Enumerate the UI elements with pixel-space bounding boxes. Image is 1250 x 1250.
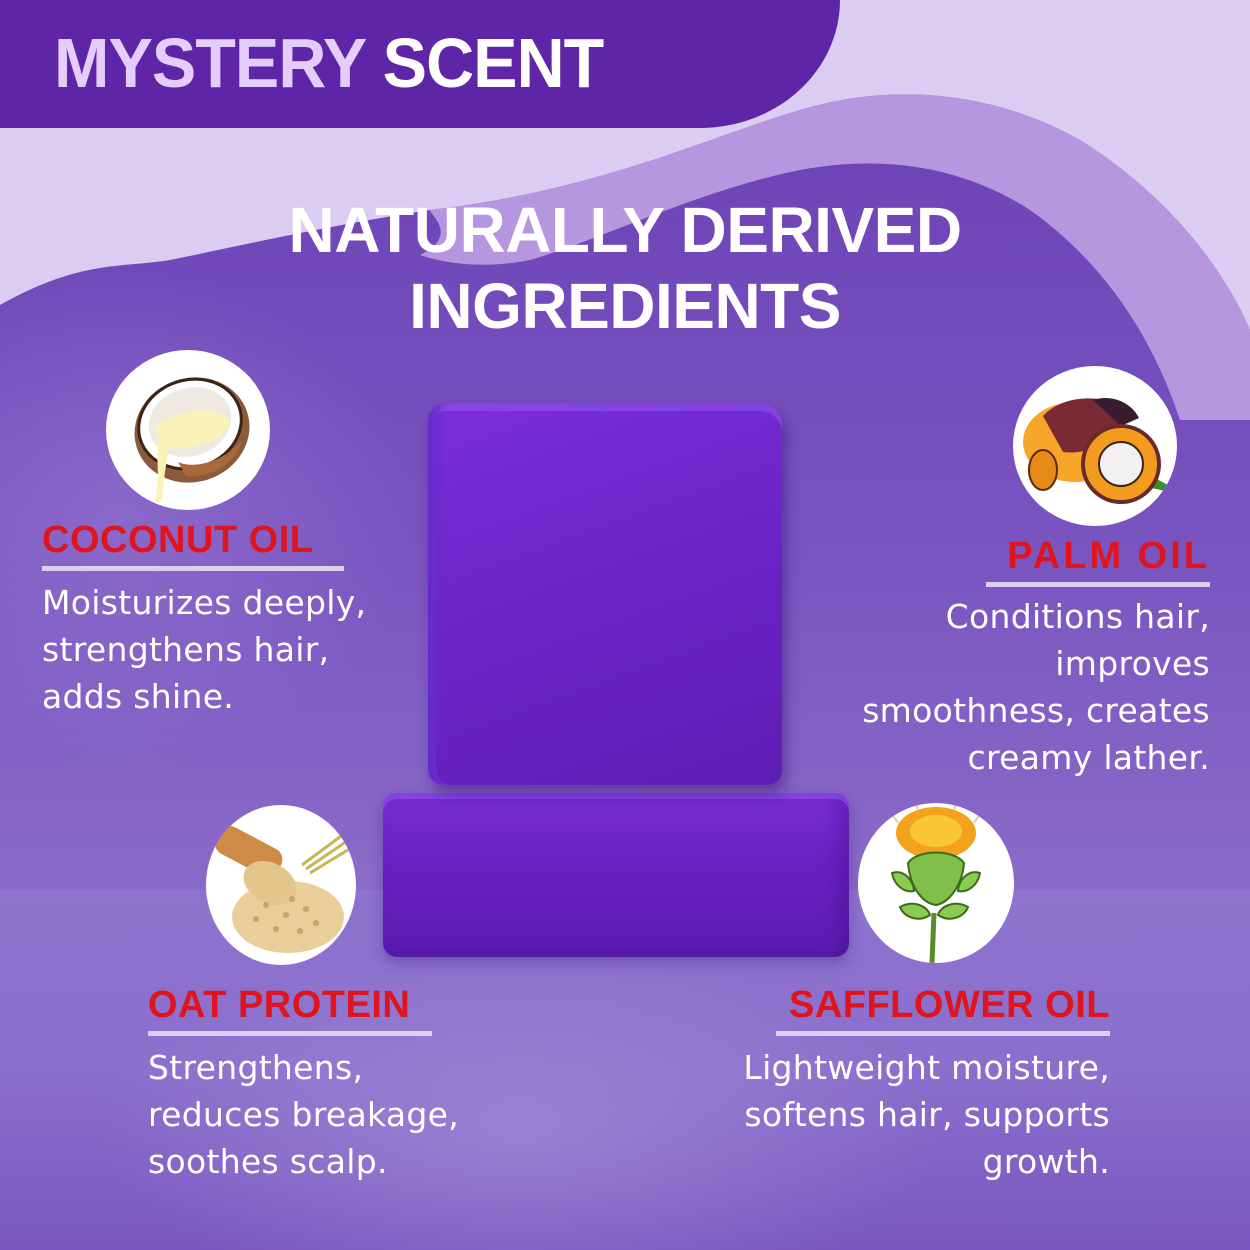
ingredient-name: PALM OIL <box>1007 535 1210 577</box>
ingredient-divider <box>986 582 1210 587</box>
ingredient-description: Conditions hair, improves smoothness, cr… <box>862 593 1210 781</box>
description-line: softens hair, supports <box>744 1095 1110 1134</box>
brand-title-word-2: SCENT <box>382 24 605 102</box>
soap-bar-bottom <box>383 793 849 957</box>
section-title: NATURALLY DERIVED INGREDIENTS <box>0 192 1250 344</box>
ingredient-divider <box>776 1031 1110 1036</box>
palm-fruit-icon <box>1013 366 1177 526</box>
description-line: soothes scalp. <box>148 1142 388 1181</box>
section-title-line-1: NATURALLY DERIVED <box>288 194 962 266</box>
description-line: adds shine. <box>42 677 235 716</box>
ingredient-divider <box>42 566 344 571</box>
section-title-line-2: INGREDIENTS <box>409 270 841 342</box>
description-line: Lightweight moisture, <box>743 1048 1110 1087</box>
description-line: Moisturizes deeply, <box>42 583 367 622</box>
coconut-icon <box>106 350 270 510</box>
description-line: Conditions hair, <box>945 597 1210 636</box>
description-line: reduces breakage, <box>148 1095 460 1134</box>
ingredient-description: Lightweight moisture, softens hair, supp… <box>743 1044 1110 1185</box>
description-line: strengthens hair, <box>42 630 330 669</box>
safflower-icon <box>858 803 1014 963</box>
description-line: Strengthens, <box>148 1048 364 1087</box>
brand-title: MYSTERY SCENT <box>54 22 605 104</box>
ingredient-oat-protein: OAT PROTEIN Strengthens, reduces breakag… <box>148 983 459 1185</box>
ingredient-name: SAFFLOWER OIL <box>788 984 1110 1026</box>
soap-bar-top <box>428 403 782 785</box>
description-line: smoothness, creates <box>862 691 1210 730</box>
ingredient-description: Moisturizes deeply, strengthens hair, ad… <box>42 579 366 720</box>
brand-title-word-1: MYSTERY <box>54 24 366 102</box>
description-line: creamy lather. <box>967 738 1210 777</box>
header-banner <box>0 0 840 128</box>
oat-grains-icon <box>206 805 356 965</box>
description-line: improves <box>1055 644 1210 683</box>
ingredient-name: OAT PROTEIN <box>148 984 411 1026</box>
ingredient-palm-oil: PALM OIL Conditions hair, improves smoot… <box>862 534 1210 781</box>
ingredient-name: COCONUT OIL <box>42 519 314 561</box>
ingredient-safflower-oil: SAFFLOWER OIL Lightweight moisture, soft… <box>743 983 1110 1185</box>
ingredient-description: Strengthens, reduces breakage, soothes s… <box>148 1044 459 1185</box>
description-line: growth. <box>982 1142 1110 1181</box>
ingredient-coconut-oil: COCONUT OIL Moisturizes deeply, strength… <box>42 518 366 720</box>
ingredient-divider <box>148 1031 432 1036</box>
background-waves <box>0 0 1250 420</box>
